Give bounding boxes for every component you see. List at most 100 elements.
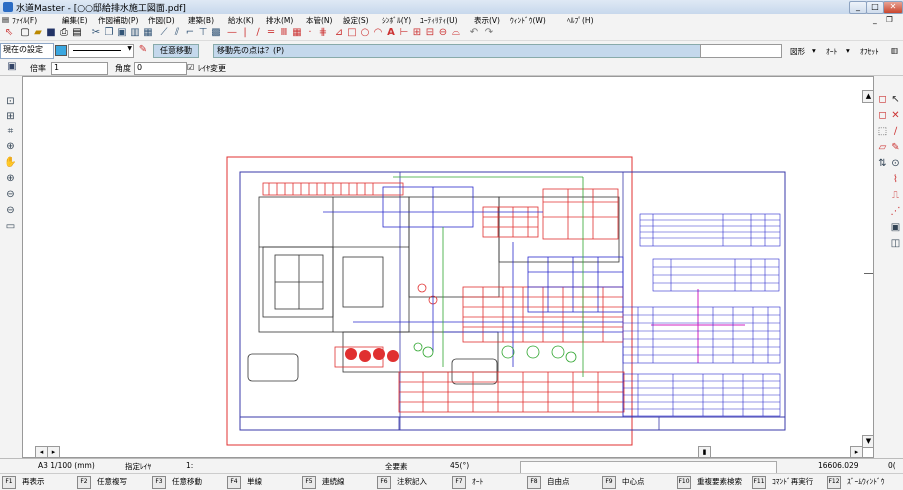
fit-width-icon[interactable]: ⌗	[7, 126, 14, 137]
redo-icon[interactable]: ↷	[484, 27, 494, 38]
offset-icon[interactable]: ⊤	[198, 27, 208, 38]
menu-help[interactable]: ﾍﾙﾌﾟ(H)	[567, 16, 594, 25]
cursor-icon[interactable]: ⇖	[4, 27, 14, 38]
layer-view-icon[interactable]: ◫	[890, 238, 901, 249]
dot-icon[interactable]: ·	[308, 27, 312, 38]
menu-edit[interactable]: 編集(E)	[62, 16, 88, 25]
zoom-window-icon[interactable]: ⊕	[6, 141, 15, 152]
minimize-button[interactable]: _	[849, 1, 867, 14]
polyline-icon[interactable]: ⊿	[334, 27, 344, 38]
undo-icon[interactable]: ↶	[469, 27, 479, 38]
edit-pen-icon[interactable]: ✎	[891, 142, 900, 153]
print-icon[interactable]: ⎙	[60, 27, 68, 38]
multi-line-icon[interactable]: ⋕	[318, 27, 328, 38]
layer-change-checkbox[interactable]: ☑	[187, 63, 195, 72]
horizontal-line-icon[interactable]: —	[227, 27, 237, 38]
color-swatch[interactable]	[55, 45, 67, 56]
paste-icon[interactable]: ▣	[117, 27, 127, 38]
shape-snap-select[interactable]: 図形	[790, 47, 805, 56]
zoom-previous-icon[interactable]: ⊖	[6, 205, 15, 216]
parallel-line-icon[interactable]: ⫽	[174, 27, 180, 38]
print-preview-icon[interactable]: ▤	[72, 27, 82, 38]
symbol-icon[interactable]: ⊞	[412, 27, 422, 38]
dimension-icon[interactable]: ⊢	[399, 27, 409, 38]
hatch-icon[interactable]: ▦	[292, 27, 302, 38]
maximize-button[interactable]: □	[866, 1, 884, 14]
polygon-select-icon[interactable]: ▱	[878, 142, 887, 153]
menu-drainage[interactable]: 排水(M)	[266, 16, 294, 25]
save-icon[interactable]: ■	[46, 27, 56, 38]
menu-symbol[interactable]: ｼﾝﾎﾞﾙ(Y)	[382, 16, 412, 25]
valve-icon[interactable]: ⊖	[438, 27, 448, 38]
corner-icon[interactable]: ⌐	[185, 27, 195, 38]
delete-icon[interactable]: ✕	[891, 110, 900, 121]
fixture-icon[interactable]: ⌓	[452, 27, 460, 38]
pan-hand-icon[interactable]: ✋	[4, 157, 17, 168]
fit-all-icon[interactable]: ⊞	[6, 111, 15, 122]
pen-icon[interactable]: ✎	[138, 44, 148, 55]
offset-select[interactable]: ｵﾌｾｯﾄ	[860, 47, 879, 56]
menu-settings[interactable]: 設定(S)	[343, 16, 369, 25]
scroll-down-button[interactable]: ▼	[862, 435, 873, 448]
rotate-icon[interactable]: ⊙	[891, 158, 900, 169]
measure-icon[interactable]: ⌇	[893, 174, 898, 185]
line-type-select[interactable]: ▼	[68, 44, 134, 58]
property-icon[interactable]: ⇅	[878, 158, 887, 169]
menu-file[interactable]: ﾌｧｲﾙ(F)	[12, 16, 38, 25]
angle-input[interactable]: 0	[134, 62, 187, 75]
vertical-line-icon[interactable]: |	[243, 27, 247, 38]
menu-draw[interactable]: 作図(D)	[148, 16, 175, 25]
zoom-in-icon[interactable]: ⊕	[6, 173, 15, 184]
rectangle-icon[interactable]: □	[347, 27, 357, 38]
select-icon[interactable]: ◻	[878, 94, 887, 105]
double-line-icon[interactable]: ═	[267, 27, 275, 38]
menu-view[interactable]: 表示(V)	[474, 16, 500, 25]
offset-settings-icon[interactable]: ▥	[891, 46, 899, 55]
copy-icon[interactable]: ❐	[104, 27, 114, 38]
open-folder-icon[interactable]: ▰	[34, 27, 42, 38]
chevron-down-icon[interactable]: ▾	[846, 46, 850, 55]
menu-water-supply[interactable]: 給水(K)	[228, 16, 254, 25]
horizontal-scroll-thumb[interactable]: ▮	[698, 446, 711, 457]
layer-icon[interactable]: ▭	[5, 221, 16, 232]
grid-icon[interactable]: ▦	[143, 27, 153, 38]
text-icon[interactable]: A	[387, 27, 395, 38]
zoom-out-icon[interactable]: ⊖	[6, 189, 15, 200]
crossing-select-icon[interactable]: ⬚	[877, 126, 888, 137]
paste-special-icon[interactable]: ▥	[130, 27, 140, 38]
line-tool-icon[interactable]: ⟋	[160, 27, 168, 38]
layer-lock-icon[interactable]: ▣	[890, 222, 901, 233]
frame-icon[interactable]: ▩	[211, 27, 221, 38]
menu-utility[interactable]: ﾕｰﾃｨﾘﾃｨ(U)	[420, 16, 458, 25]
scroll-up-button[interactable]: ▲	[862, 90, 873, 103]
menu-building[interactable]: 建築(B)	[188, 16, 214, 25]
circle-icon[interactable]: ○	[360, 27, 370, 38]
drawing-canvas[interactable]: ▲ ▼ ◂ ▸ ▮ ▸	[22, 76, 874, 458]
menu-window[interactable]: ｳｨﾝﾄﾞｳ(W)	[510, 16, 546, 25]
window-select-icon[interactable]: ◻	[878, 110, 887, 121]
new-file-icon[interactable]: ▢	[20, 27, 30, 38]
trim-icon[interactable]: ⋰	[890, 206, 901, 217]
pointer-icon[interactable]: ↖	[891, 94, 900, 105]
wall-icon[interactable]: Ⅲ	[280, 27, 288, 38]
pipe-icon[interactable]: ⊟	[425, 27, 435, 38]
chevron-down-icon[interactable]: ▾	[812, 46, 816, 55]
menu-draw-assist[interactable]: 作図補助(P)	[98, 16, 139, 25]
auto-snap-select[interactable]: ｵｰﾄ	[826, 47, 838, 56]
diagonal-line-icon[interactable]: ∕	[256, 27, 260, 38]
vertical-scroll-thumb[interactable]	[864, 273, 873, 276]
child-restore-button[interactable]: ❐	[886, 15, 893, 24]
cut-icon[interactable]: ✂	[91, 27, 101, 38]
scroll-right-button[interactable]: ▸	[850, 446, 863, 457]
